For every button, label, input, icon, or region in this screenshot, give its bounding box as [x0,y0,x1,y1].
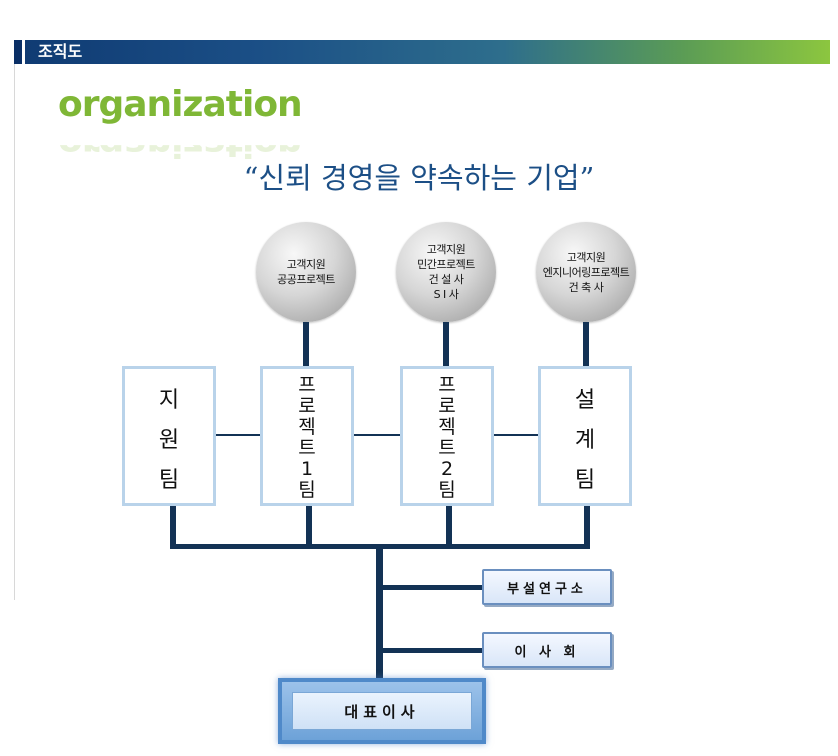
header-bar: 조직도 [14,40,830,64]
circle-line: 엔지니어링프로젝트 [542,265,630,279]
team-char: 지 [158,388,180,413]
team-char: 트 [298,437,316,459]
circle-public-projects: 고객지원 공공프로젝트 [256,222,356,322]
circle-line: 고객지원 [566,250,606,264]
section-heading: organization [58,84,303,125]
team-char: 팀 [574,468,596,493]
header-accent-mark [14,40,25,64]
team-char: 2 [440,458,454,480]
team-char: 팀 [298,479,316,501]
team-char: 프 [298,374,316,396]
team-char: 트 [438,437,456,459]
link-team-2-3 [354,434,400,436]
section-heading-reflection: organization [58,123,302,164]
link-team-3-4 [494,434,538,436]
connector-circle-1 [303,322,309,366]
team-char: 1 [300,458,314,480]
circle-line: 공공프로젝트 [277,273,335,286]
branch-board [376,648,482,653]
circle-line: 고객지원 [426,243,466,256]
team-char: 로 [298,395,316,417]
circle-line: 고객지원 [286,258,326,271]
team-char: 팀 [158,468,180,493]
team-label: 설 계 팀 [541,381,629,501]
drop-team-support [170,506,176,548]
board-of-directors-box: 이 사 회 [482,632,612,668]
team-char: 원 [158,428,180,453]
drop-team-project-2 [446,506,452,548]
link-team-1-2 [216,434,260,436]
team-char: 프 [438,374,456,396]
team-char: 설 [574,388,596,413]
branch-research [376,585,482,590]
circle-private-projects: 고객지원 민간프로젝트 건 설 사 S I 사 [396,222,496,322]
team-label: 지 원 팀 [125,381,213,501]
team-char: 계 [574,428,596,453]
drop-team-project-1 [306,506,312,548]
team-char: 로 [438,395,456,417]
left-divider [14,64,15,600]
circle-line: S I 사 [433,288,459,301]
team-box-project-1: 프 로 젝 트 1 팀 [260,366,354,506]
team-char: 젝 [438,416,456,438]
team-box-design: 설 계 팀 [538,366,632,506]
circle-line: 건 축 사 [568,280,604,294]
team-label: 프 로 젝 트 1 팀 [263,375,351,501]
page-title: 조직도 [38,42,83,61]
ceo-box: 대표이사 [278,678,486,744]
circle-line: 건 설 사 [428,273,464,286]
team-box-support: 지 원 팀 [122,366,216,506]
circle-engineering-projects: 고객지원 엔지니어링프로젝트 건 축 사 [536,222,636,322]
drop-team-design [584,506,590,548]
team-char: 팀 [438,479,456,501]
ceo-label: 대표이사 [292,692,472,730]
main-trunk-line [376,544,383,678]
circle-line: 민간프로젝트 [417,258,475,271]
team-char: 젝 [298,416,316,438]
company-slogan: “신뢰 경영을 약속하는 기업” [243,161,595,195]
research-institute-box: 부설연구소 [482,569,612,605]
team-box-project-2: 프 로 젝 트 2 팀 [400,366,494,506]
connector-circle-2 [443,322,449,366]
connector-circle-3 [583,322,589,366]
team-label: 프 로 젝 트 2 팀 [403,375,491,501]
